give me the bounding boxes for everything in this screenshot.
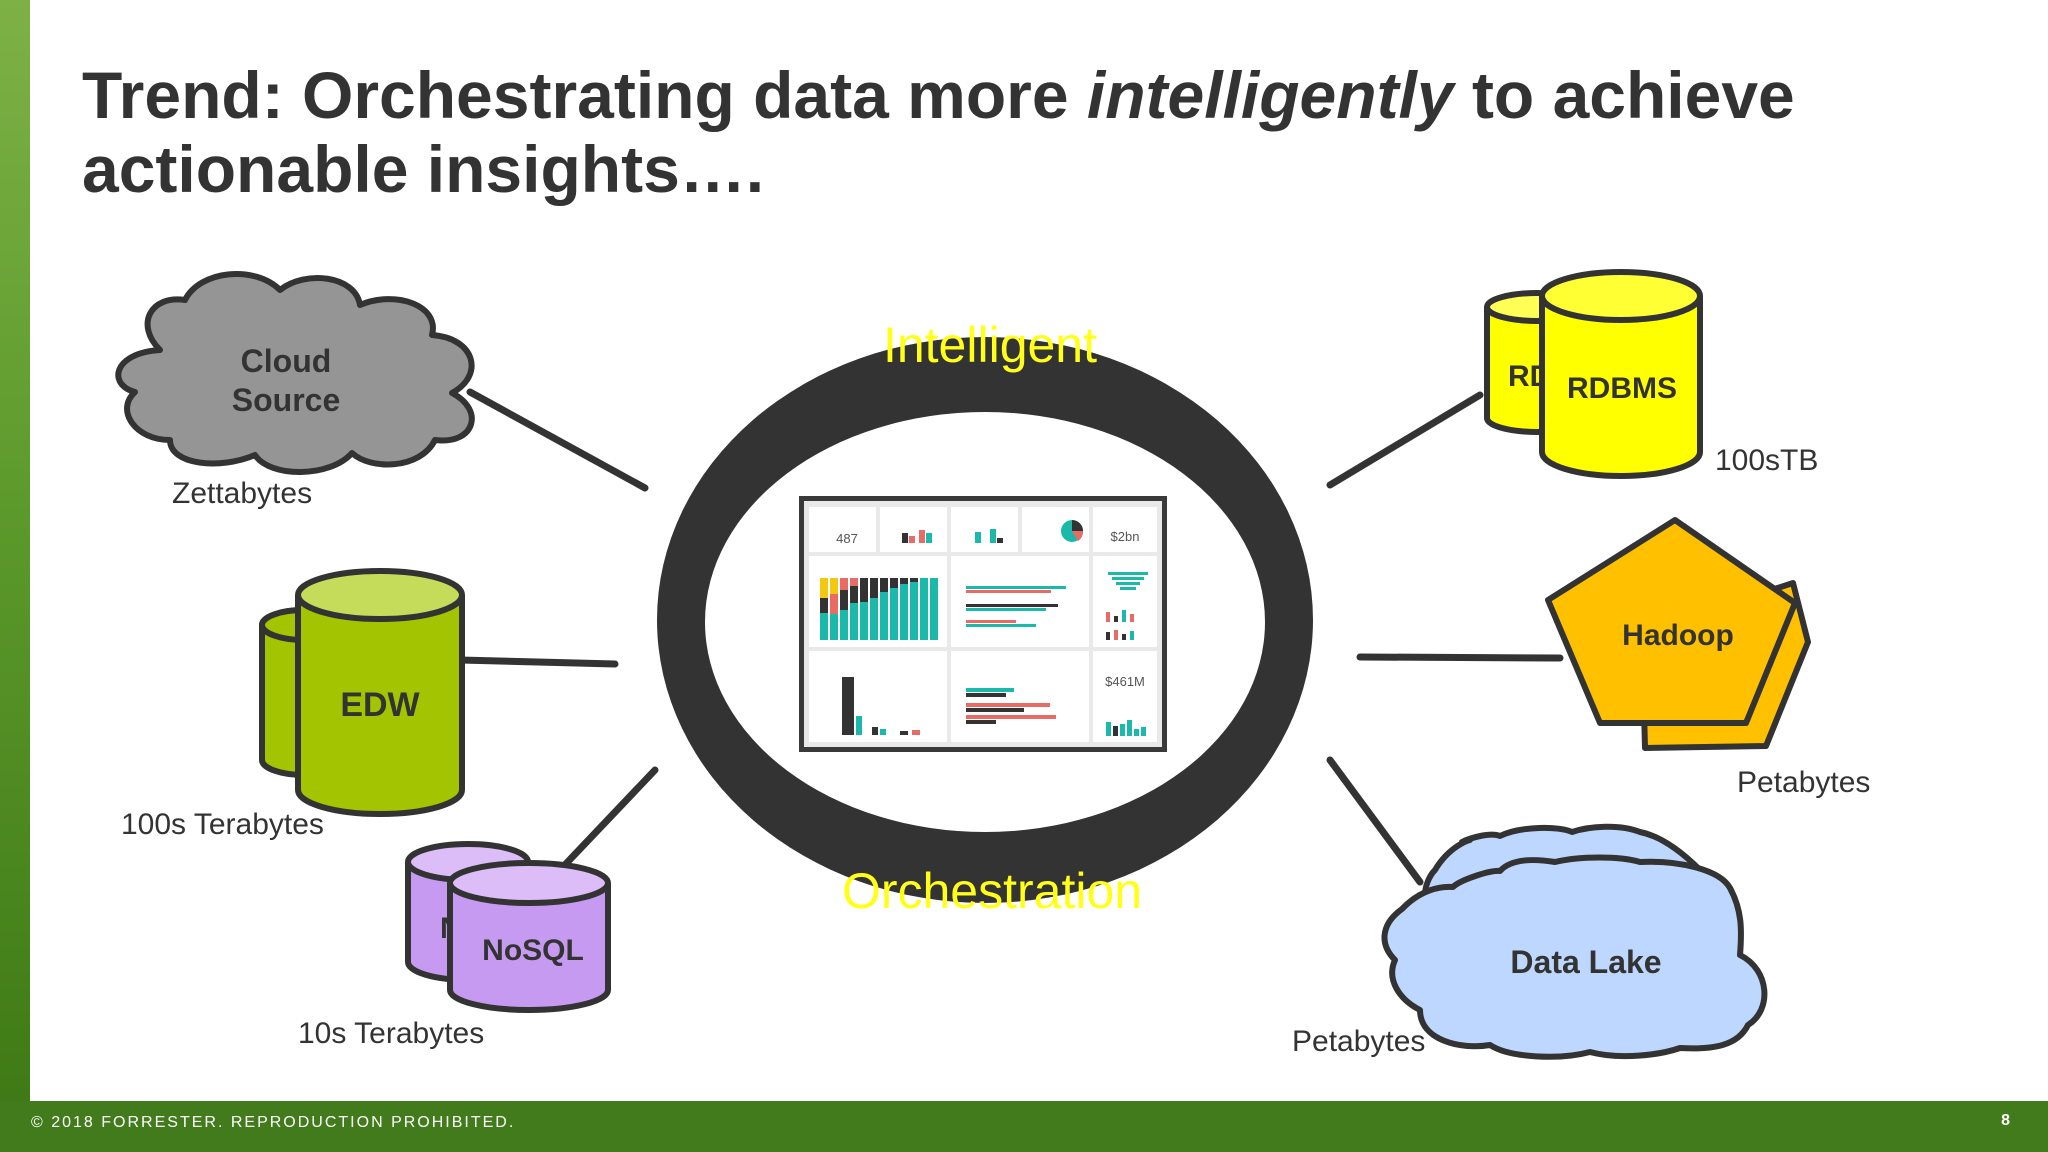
cloud-source-shape: Cloud Source: [115, 271, 475, 475]
nosql-size: 10s Terabytes: [298, 1017, 484, 1050]
cloud-source-label-line1: Cloud: [241, 343, 332, 379]
dash-card: [880, 507, 947, 552]
hadoop-size: Petabytes: [1737, 766, 1870, 799]
dash-horizontal-bars: [966, 586, 1066, 627]
datalake-shape: Data Lake: [1381, 823, 1768, 1060]
rdbms-label: RDBMS: [1567, 372, 1677, 405]
connector-lines: [456, 388, 1564, 886]
edw-size: 100s Terabytes: [121, 808, 324, 841]
ring-label-orchestration: Orchestration: [842, 863, 1142, 919]
dash-kpi-revenue: $2bn: [1111, 529, 1140, 544]
nosql-label: NoSQL: [482, 934, 584, 967]
dashboard-image: 487 $2bn: [799, 496, 1167, 752]
ring-label-intelligent: Intelligent: [883, 317, 1097, 373]
dash-kpi-current-revenue: $461M: [1105, 674, 1145, 689]
connector-edw: [456, 656, 619, 668]
copyright-notice: © 2018 FORRESTER. REPRODUCTION PROHIBITE…: [31, 1114, 516, 1131]
connector-datalake: [1326, 756, 1424, 886]
slide-title: Trend: Orchestrating data more intellige…: [82, 58, 1795, 206]
dash-card: [951, 556, 1089, 647]
connector-hadoop: [1356, 653, 1564, 662]
edw-label: EDW: [340, 686, 420, 724]
left-accent-bar: [0, 0, 30, 1101]
dash-card: [1093, 507, 1157, 552]
dash-card: [1093, 556, 1157, 647]
rdbms-size: 100sTB: [1715, 444, 1818, 477]
orchestration-diagram: Intelligent Orchestration 487 $2bn: [115, 269, 1870, 1060]
connector-rdbms: [1326, 391, 1484, 489]
datalake-label: Data Lake: [1510, 944, 1661, 980]
dash-card: [809, 507, 876, 552]
cloud-source-size: Zettabytes: [172, 477, 312, 510]
page-number: 8: [2001, 1112, 2010, 1129]
footer-bar: [0, 1101, 2048, 1152]
dash-revenue-bars: [842, 677, 920, 735]
connector-cloud: [466, 388, 649, 492]
dash-bottom-bars: [966, 688, 1056, 724]
datalake-size: Petabytes: [1292, 1025, 1425, 1058]
dash-card: [951, 507, 1018, 552]
hadoop-label: Hadoop: [1622, 619, 1734, 652]
dash-stacked-bars: [820, 578, 938, 640]
rdbms-database-shape: RD RDBMS: [1484, 269, 1703, 479]
hadoop-shape: Hadoop: [1545, 517, 1811, 751]
dash-kpi-opportunity-count: 487: [836, 531, 858, 546]
edw-database-shape: EDW: [259, 568, 465, 817]
title-emphasis: intelligently: [1086, 58, 1454, 132]
connector-nosql: [556, 766, 659, 874]
nosql-database-shape: N NoSQL: [405, 841, 611, 1013]
dash-card: [809, 651, 947, 742]
cloud-source-label-line2: Source: [232, 382, 340, 418]
dash-funnel: [1106, 572, 1148, 640]
